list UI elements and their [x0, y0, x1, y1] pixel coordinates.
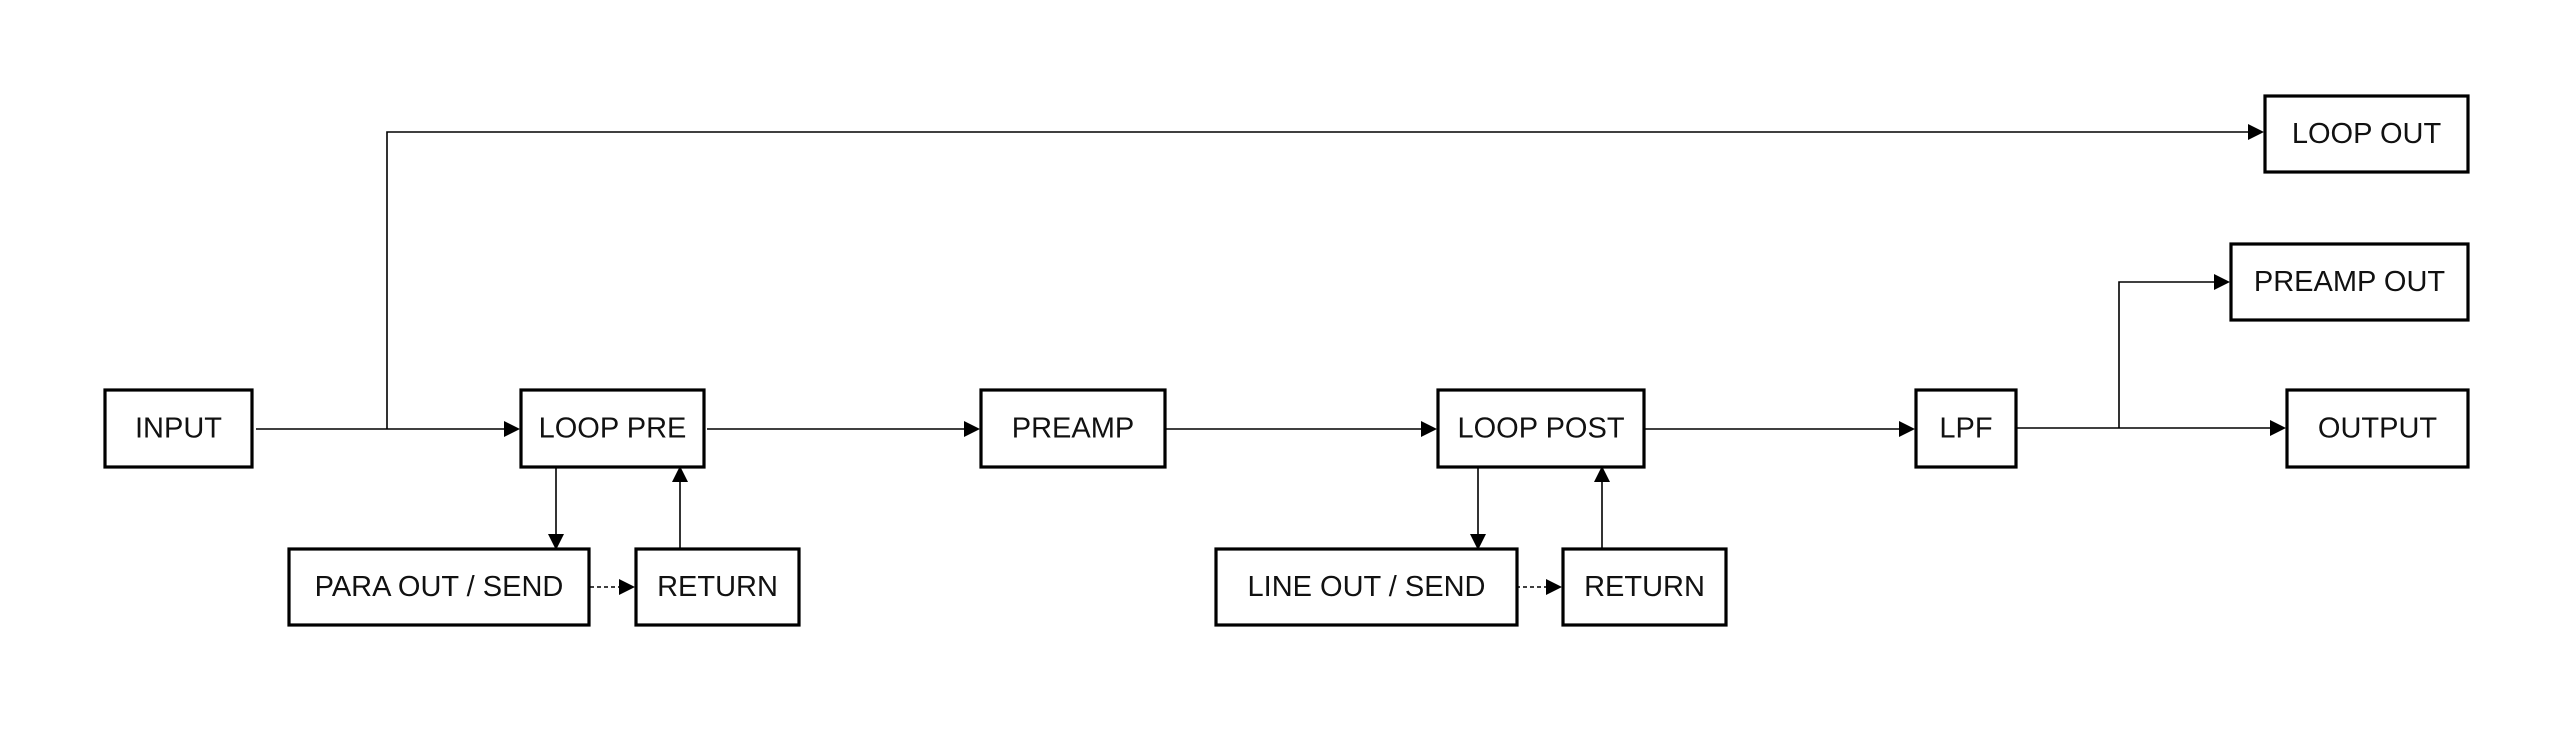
arrow-into-return-post	[1546, 579, 1562, 595]
node-loop-out-label: LOOP OUT	[2292, 118, 2442, 150]
arrow-into-preamp-out	[2214, 274, 2230, 290]
node-loop-post-label: LOOP POST	[1457, 413, 1624, 445]
node-return-post-label: RETURN	[1584, 571, 1705, 603]
node-lpf-label: LPF	[1939, 413, 1992, 445]
arrow-into-line-out	[1470, 534, 1486, 550]
node-loop-out: LOOP OUT	[2263, 94, 2470, 174]
node-preamp-label: PREAMP	[1012, 413, 1134, 445]
node-para-out-send-label: PARA OUT / SEND	[315, 571, 564, 603]
node-output: OUTPUT	[2285, 388, 2470, 469]
node-line-out-send-label: LINE OUT / SEND	[1248, 571, 1486, 603]
arrow-back-into-loop-post	[1594, 466, 1610, 482]
node-loop-pre-label: LOOP PRE	[539, 413, 687, 445]
node-loop-pre: LOOP PRE	[519, 388, 706, 469]
node-output-label: OUTPUT	[2318, 413, 2438, 445]
node-preamp-out: PREAMP OUT	[2229, 242, 2470, 322]
node-return-pre-label: RETURN	[657, 571, 778, 603]
arrow-into-para-out	[548, 534, 564, 550]
arrow-into-return-pre	[619, 579, 635, 595]
node-preamp-out-label: PREAMP OUT	[2254, 266, 2446, 298]
connectors	[256, 124, 2286, 595]
arrow-into-loop-out	[2248, 124, 2264, 140]
arrow-into-output	[2270, 420, 2286, 436]
node-input-label: INPUT	[135, 413, 222, 445]
node-input: INPUT	[103, 388, 254, 469]
node-return-post: RETURN	[1561, 547, 1728, 627]
arrow-into-preamp	[964, 421, 980, 437]
node-para-out-send: PARA OUT / SEND	[287, 547, 591, 627]
node-line-out-send: LINE OUT / SEND	[1214, 547, 1519, 627]
node-return-pre: RETURN	[634, 547, 801, 627]
arrow-into-lpf	[1899, 421, 1915, 437]
arrow-into-loop-pre	[504, 421, 520, 437]
node-preamp: PREAMP	[979, 388, 1167, 469]
wire-lpf-to-preamp-out	[2118, 281, 2218, 428]
node-lpf: LPF	[1914, 388, 2018, 469]
wire-input-to-loop-out	[386, 131, 2252, 429]
arrow-into-loop-post	[1421, 421, 1437, 437]
node-loop-post: LOOP POST	[1436, 388, 1646, 469]
arrow-back-into-loop-pre	[672, 466, 688, 482]
